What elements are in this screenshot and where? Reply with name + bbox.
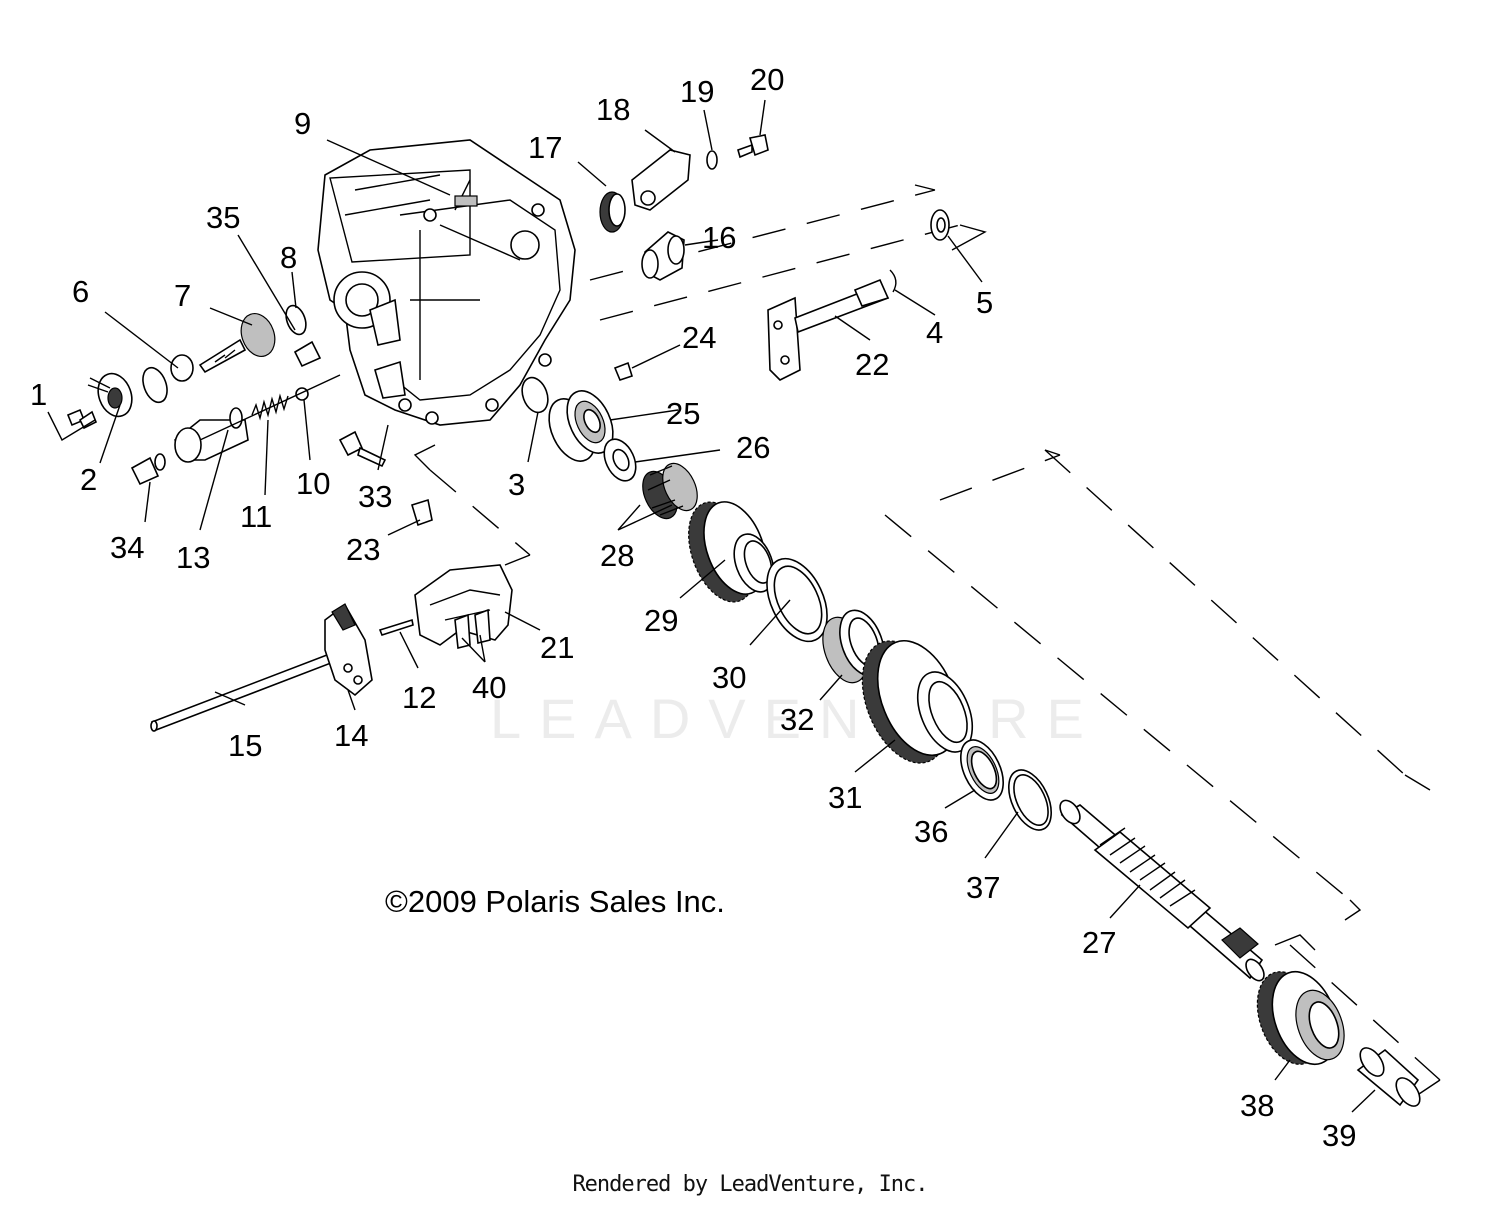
label-16: 16 [702,220,736,255]
snap-ring-37 [1008,769,1052,831]
clip-4 [889,269,897,293]
label-32: 32 [780,702,814,737]
bearing-25 [548,390,614,462]
label-26: 26 [736,430,770,465]
label-2: 2 [80,462,97,497]
assembly-centerlines [413,184,1441,1101]
label-12: 12 [402,680,436,715]
label-4: 4 [926,315,943,350]
label-18: 18 [596,92,630,127]
shift-shaft-22 [767,278,890,381]
dowel-pin-24 [613,361,633,381]
label-37: 37 [966,870,1000,905]
gear-31 [861,639,974,764]
label-21: 21 [540,630,574,665]
label-13: 13 [176,540,210,575]
label-23: 23 [346,532,380,567]
output-shaft-27 [1059,799,1265,982]
label-39: 39 [1322,1118,1356,1153]
label-9: 9 [294,106,311,141]
label-40: 40 [472,670,506,705]
label-22: 22 [855,347,889,382]
pin-12 [378,618,414,636]
bushing-35 [293,340,322,368]
plug-13 [173,419,249,463]
o-ring-6 [142,354,194,404]
label-1: 1 [30,377,47,412]
thrust-washer-26 [603,438,637,482]
speed-sensor-7 [198,313,276,374]
shift-sector-14 [324,603,373,697]
label-14: 14 [334,718,368,753]
label-38: 38 [1240,1088,1274,1123]
ring-36 [960,739,1004,801]
bolts-1 [66,408,98,430]
gear-38 [1256,970,1345,1066]
label-24: 24 [682,320,716,355]
bolt-34 [130,453,166,486]
leader-lines [47,99,1376,1113]
label-35: 35 [206,200,240,235]
label-11: 11 [240,499,272,534]
gear-29 [688,501,775,603]
label-7: 7 [174,278,191,313]
bushing-16 [641,231,685,281]
label-5: 5 [976,285,993,320]
label-8: 8 [280,240,297,275]
label-3: 3 [508,467,525,502]
label-29: 29 [644,603,678,638]
shift-lever-18 [631,149,691,211]
label-25: 25 [666,396,700,431]
footer-credit: Rendered by LeadVenture, Inc. [572,1172,928,1197]
label-6: 6 [72,274,89,309]
o-ring-13b [229,407,243,429]
ring-30 [766,557,828,643]
label-28: 28 [600,538,634,573]
label-31: 31 [828,780,862,815]
label-20: 20 [750,62,784,97]
label-33: 33 [358,479,392,514]
watermark: LEADVENTURE [490,687,1102,750]
label-36: 36 [914,814,948,849]
label-19: 19 [680,74,714,109]
seal-17 [599,191,626,233]
washer-19 [706,150,718,170]
label-34: 34 [110,530,144,565]
label-10: 10 [296,466,330,501]
bolt-20 [737,134,769,159]
copyright-notice: ©2009 Polaris Sales Inc. [385,884,725,919]
label-15: 15 [228,728,262,763]
bushing-39 [1356,1047,1421,1107]
washer-5 [930,209,950,241]
shift-shaft-15 [150,648,346,732]
snap-ring-3 [521,376,549,414]
cover-2 [87,372,133,418]
bolt-33 [338,430,387,468]
label-30: 30 [712,660,746,695]
shift-housing-21 [414,564,513,649]
plug-23 [411,498,433,527]
label-17: 17 [528,130,562,165]
transmission-case [317,139,576,426]
washer-8 [285,304,307,336]
part-labels: 1 2 3 4 5 6 7 8 9 10 11 12 13 14 15 16 1… [30,62,1356,1153]
label-27: 27 [1082,925,1116,960]
